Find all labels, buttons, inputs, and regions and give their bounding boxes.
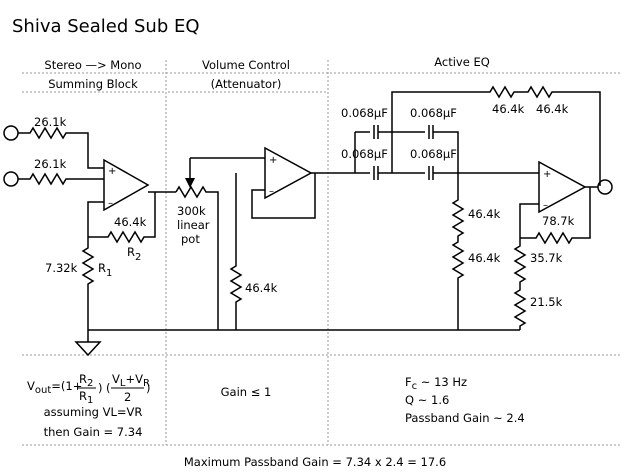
svg-text:–: – [108,198,113,209]
c4-label: 0.068μF [410,147,457,161]
footer-max-gain: Maximum Passband Gain = 7.34 x 2.4 = 17.… [184,455,446,469]
svg-text:–: – [269,186,274,197]
c2-label: 0.068μF [410,106,457,120]
wire-inverting-1 [87,201,104,237]
wire-inverting-eq [519,203,539,238]
r-volume-shunt-label: 46.4k [245,281,278,295]
svg-text:+: + [543,169,551,180]
r-gain-feedback-label: 78.7k [542,214,575,228]
summing-note-line2: assuming VL=VR [44,405,143,419]
volume-block: + – [175,146,355,330]
capacitor-c2 [392,125,459,173]
c3-label: 0.068μF [341,147,388,161]
svg-text:–: – [543,200,548,211]
svg-text:R2: R2 [79,372,93,389]
section-dividers [22,60,622,446]
pot-wiper-arrow [185,178,195,188]
opamp-summing [103,158,150,212]
r-top-feedback-b-label: 46.4k [536,102,569,116]
eq-header: Active EQ [434,55,490,69]
capacitor-c4 [392,166,539,180]
resistor-r2 [88,192,156,244]
capacitor-c3 [355,166,392,180]
c1-label: 0.068μF [341,106,388,120]
resistor-r1 [81,237,95,330]
svg-text:(: ( [106,381,111,395]
resistor-gain-feedback [520,187,591,245]
diagram-title: Shiva Sealed Sub EQ [12,16,200,37]
summing-header-line1: Stereo —> Mono [44,58,141,72]
resistor-input-bottom [18,172,104,186]
svg-text:): ) [98,381,103,395]
volume-header-line1: Volume Control [202,58,290,72]
svg-text:VL+VR: VL+VR [112,372,150,389]
wire-buffer-feedback [251,173,316,219]
svg-text:): ) [146,381,151,395]
capacitor-c1 [354,125,392,173]
volume-header-line2: (Attenuator) [211,77,282,91]
summing-block: + – [3,125,176,330]
svg-text:+: + [108,166,116,177]
pot-label-line2: linear [177,218,210,232]
svg-text:R1: R1 [79,389,93,406]
summing-formula: Vout=(1+ R2 R1 ) ( VL+VR 2 ) [27,372,151,406]
opamp-eq [538,160,587,214]
volume-gain-note: Gain ≤ 1 [221,385,272,399]
r-eq-shunt-a-label: 46.4k [468,207,501,221]
resistors-eq-shunt [451,173,465,330]
input-left-terminal [3,125,19,141]
summing-header-line2: Summing Block [48,77,138,91]
pot-label-line1: 300k [177,204,206,218]
opamp-buffer [264,146,313,200]
r1-label: R1 [98,261,112,279]
resistor-volume-shunt [229,173,243,330]
resistors-gain-ground [513,238,527,330]
input-right-terminal [3,171,19,187]
ground-symbol [74,330,102,357]
potentiometer [175,185,219,330]
r-input-bottom-label: 26.1k [34,157,67,171]
r-gain-b-label: 21.5k [530,295,563,309]
r1-value-label: 7.32k [45,261,78,275]
resistor-input-top [18,126,104,169]
svg-text:+: + [269,155,277,166]
r-input-top-label: 26.1k [34,115,67,129]
r-gain-a-label: 35.7k [530,251,563,265]
output-terminal [597,179,613,195]
summing-note-line3: then Gain = 7.34 [44,425,143,439]
r2-label: R2 [127,245,141,263]
eq-block: + – [354,85,613,330]
eq-fc-note: Fc ~ 13 Hz [405,375,467,392]
pot-label-line3: pot [181,232,200,246]
eq-gain-note: Passband Gain ~ 2.4 [405,411,525,425]
resistors-top-feedback [391,85,601,186]
svg-text:Vout=(1+: Vout=(1+ [27,379,82,396]
eq-q-note: Q ~ 1.6 [405,393,449,407]
svg-text:2: 2 [124,390,131,404]
r2-value-label: 46.4k [114,215,147,229]
r-eq-shunt-b-label: 46.4k [468,251,501,265]
r-top-feedback-a-label: 46.4k [492,102,525,116]
